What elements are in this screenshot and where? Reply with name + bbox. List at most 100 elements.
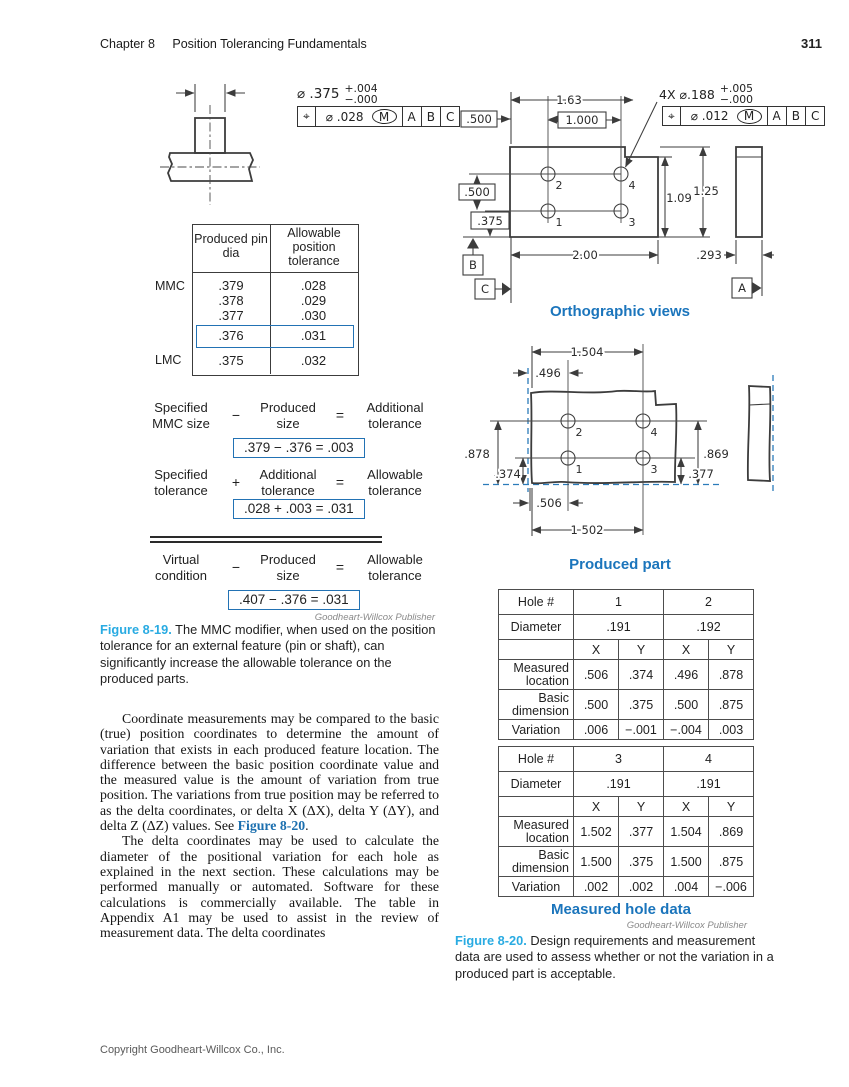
measured-value: 1.504 [663,816,709,847]
body-text: Coordinate measurements may be compared … [100,711,439,940]
figure-8-20-text: Design requirements and measurement data… [455,933,774,981]
ortho-side-view: .293 [694,146,774,296]
pin-drawing [160,84,260,205]
dim-377: .377 [688,467,714,481]
basic-value: .875 [708,846,754,877]
row-label-measured: Measured location [498,659,574,690]
produced-holes: 2 4 1 3 [560,413,658,476]
hole-number: 3 [573,746,664,772]
copyright-footer: Copyright Goodheart-Willcox Co., Inc. [100,1044,285,1056]
dim-375: .375 [477,214,503,228]
hole-label-2: 2 [556,179,563,192]
fcf-datum-c: C [804,107,824,125]
tolerance-cell: .029 [300,293,327,308]
column-header-pin-dia: Produced pin dia [194,232,268,260]
measured-value: .878 [708,659,754,690]
dim-293: .293 [696,248,722,262]
eq-operator: = [335,558,345,575]
table-row-variation: Variation .006 −.001 −.004 .003 [498,719,754,740]
axis-header: X [663,639,709,660]
equation-3-result: .407 − .376 = .031 [228,590,360,610]
produced-centerlines [490,344,707,535]
tolerance-plus: +.005 [719,82,753,95]
measured-hole-data-caption: Measured hole data [550,901,692,918]
measured-value: 1.502 [573,816,619,847]
table-row-hole: Hole # 3 4 [498,746,754,772]
paragraph-1-text: Coordinate measurements may be compared … [100,711,439,834]
figure-8-19-caption: Figure 8-19. The MMC modifier, when used… [100,622,440,688]
eq-operator: + [231,473,241,490]
table-row: .379.028 [192,278,357,293]
basic-value: .500 [573,689,619,720]
mmc-modifier-icon: M [371,109,397,124]
ortho-dimensions: 1.63 .500 1.000 .500 .375 2.00 1.09 [458,91,721,303]
variation-value: −.001 [618,719,664,740]
ortho-tolerance-stack: +.005 −.000 [720,83,753,105]
variation-value: −.004 [663,719,709,740]
axis-header: Y [708,639,754,660]
dim-500-left: .500 [464,185,490,199]
variation-value: .002 [573,876,619,897]
orthographic-views-caption: Orthographic views [549,303,691,320]
variation-value: .006 [573,719,619,740]
produced-part-drawing: 2 4 1 3 1.504 .496 .878 .374 .869 .377 .… [462,343,774,539]
tolerance-cell: .031 [300,328,327,343]
row-label-blank [498,639,574,660]
highlight-box [196,325,354,348]
measured-value: .869 [708,816,754,847]
fcf-datum-a: A [401,107,421,126]
ortho-holes: 2 4 1 3 [540,166,636,229]
mmc-label: MMC [155,279,185,293]
double-rule-divider [150,536,382,543]
position-symbol-icon: ⌖ [668,108,675,123]
variation-value: .002 [618,876,664,897]
pin-diameter-value: ⌀ .375 [297,86,340,102]
fcf-datum-b: B [785,107,805,125]
publisher-credit: Goodheart-Willcox Publisher [626,920,747,931]
lmc-label: LMC [155,353,182,367]
hole-label-4: 4 [651,426,658,439]
basic-value: .375 [618,689,664,720]
page-number: 311 [801,36,822,51]
variation-value: .004 [663,876,709,897]
tolerance-cell: .030 [300,308,327,323]
hole-data-table-2: Hole # 3 4 Diameter .191 .191 X Y X Y Me… [498,746,754,897]
table-header-divider [192,272,358,273]
hole-label-1: 1 [576,463,583,476]
diameter-value: .191 [663,771,754,797]
pin-dia-cell: .378 [218,293,244,308]
equation-2-result: .028 + .003 = .031 [233,499,365,519]
table-row-measured: Measured location 1.502 .377 1.504 .869 [498,816,754,847]
hole-number: 1 [573,589,664,615]
figure-8-20-link[interactable]: Figure 8-20 [237,818,306,834]
hole-number: 2 [663,589,754,615]
axis-header: X [573,796,619,817]
paragraph-2: The delta coordinates may be used to cal… [100,833,439,941]
hole-data-table-1: Hole # 1 2 Diameter .191 .192 X Y X Y Me… [498,589,754,740]
tolerance-cell: .028 [300,278,327,293]
table-row-variation: Variation .002 .002 .004 −.006 [498,876,754,897]
row-label-blank [498,796,574,817]
tolerance-cell: .032 [300,353,327,368]
dim-878: .878 [464,447,490,461]
hole-quantity-size: 4X ⌀.188 [659,86,715,102]
pin-dia-cell: .375 [218,353,244,368]
fcf-datum-a: A [766,107,786,125]
pin-dia-cell: .377 [218,308,244,323]
column-header-tolerance: Allowable position tolerance [287,226,341,268]
row-label-diameter: Diameter [498,614,574,640]
pin-dia-cell: .376 [218,328,244,343]
datum-b-label: B [469,258,477,272]
ortho-datums: B C A [462,236,762,300]
axis-header: Y [618,796,664,817]
dim-869: .869 [703,447,729,461]
